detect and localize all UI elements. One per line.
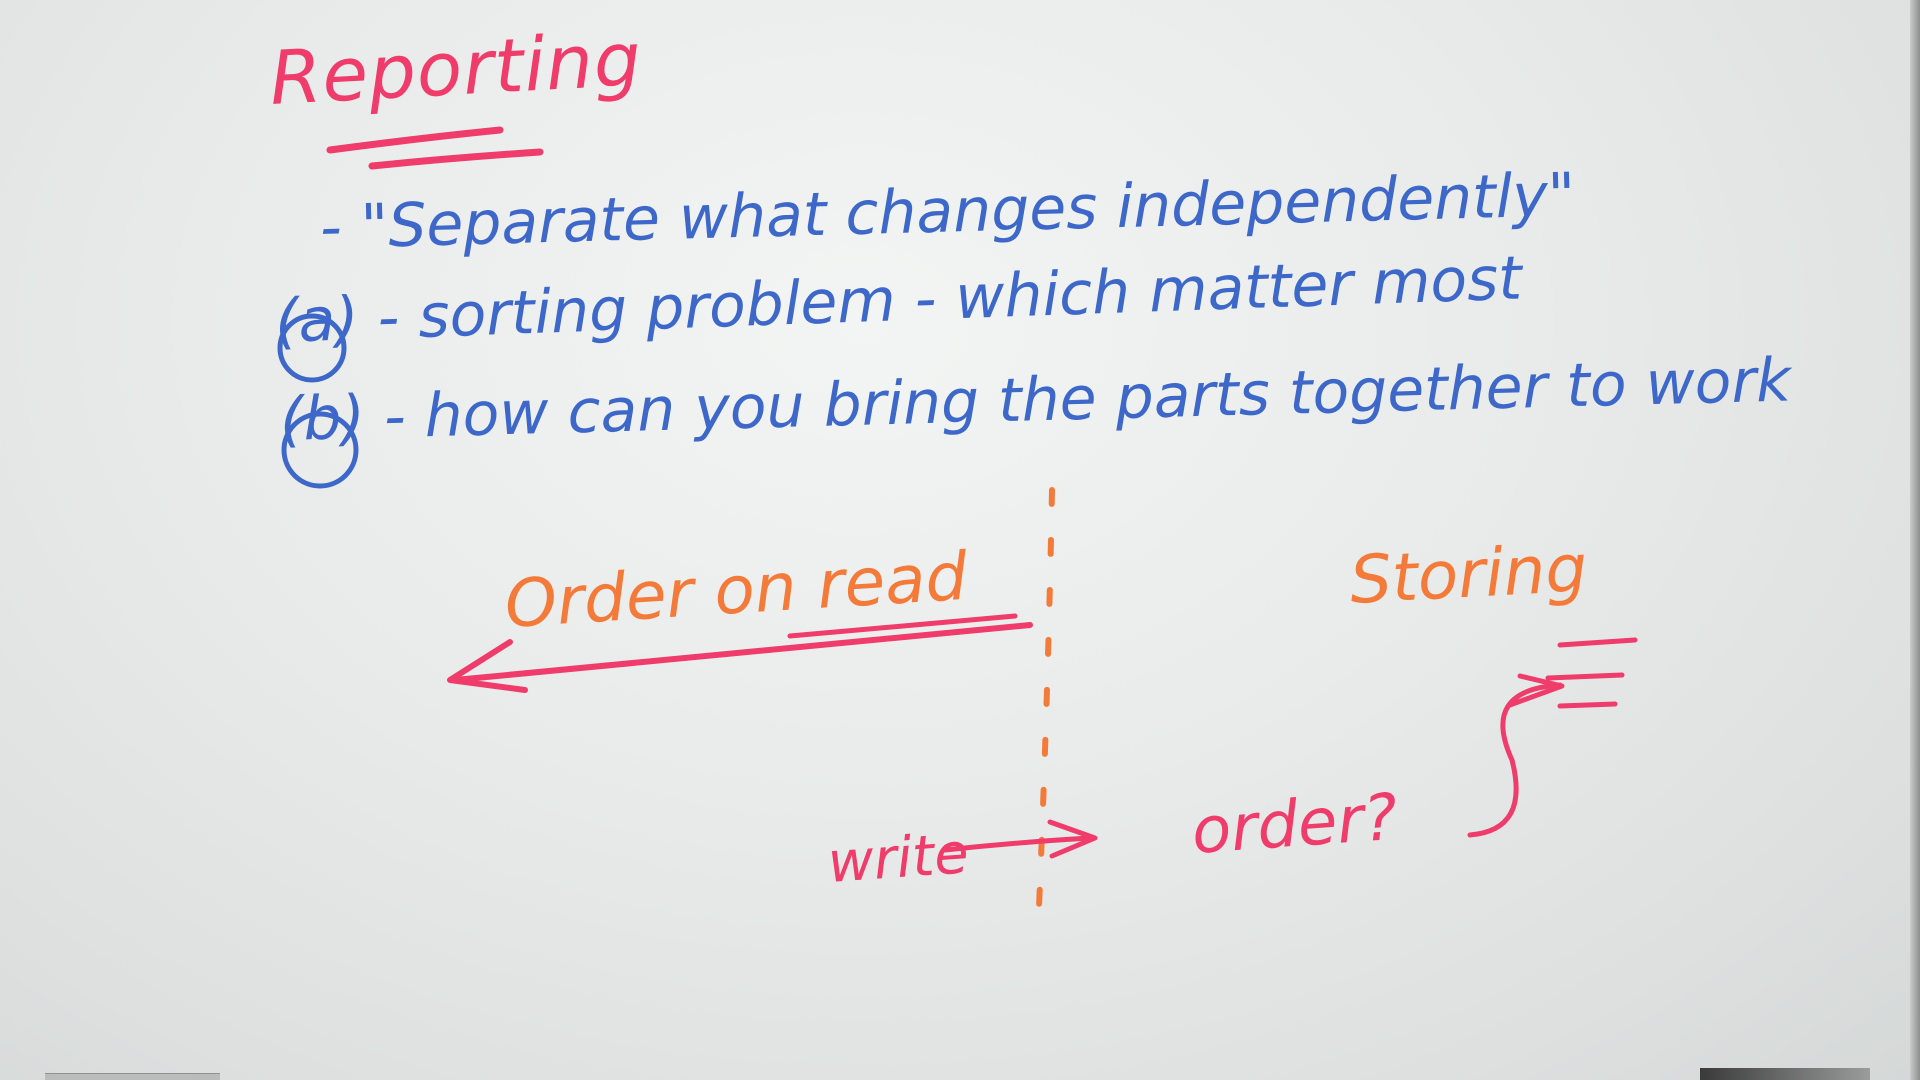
title-underline-2 (368, 148, 544, 170)
dashed-divider (1035, 487, 1055, 933)
write-arrow-head (1047, 819, 1098, 859)
curved-arrow-head (1507, 673, 1565, 708)
board-frame-edge (1910, 0, 1920, 1080)
note-line-3: (b) - how can you bring the parts togeth… (279, 345, 1792, 455)
storing-underline-3 (1557, 701, 1618, 709)
note-line-1: - "Separate what changes independently" (319, 160, 1577, 263)
note-line-2: (a) - sorting problem - which matter mos… (273, 243, 1523, 357)
marker-tray-left (45, 1073, 220, 1080)
storing-label: Storing (1347, 529, 1590, 619)
storing-underline-2 (1545, 672, 1625, 681)
curved-arrow-to-storing (1467, 682, 1563, 838)
order-on-read-label: Order on read (502, 537, 970, 643)
left-arrow-head (447, 639, 528, 693)
write-label: write (825, 821, 971, 896)
title-reporting: Reporting (267, 16, 644, 122)
marker-tray-right (1700, 1068, 1870, 1080)
title-underline-1 (326, 126, 504, 154)
order-question-label: order? (1189, 780, 1400, 869)
storing-underline-1 (1557, 637, 1638, 648)
